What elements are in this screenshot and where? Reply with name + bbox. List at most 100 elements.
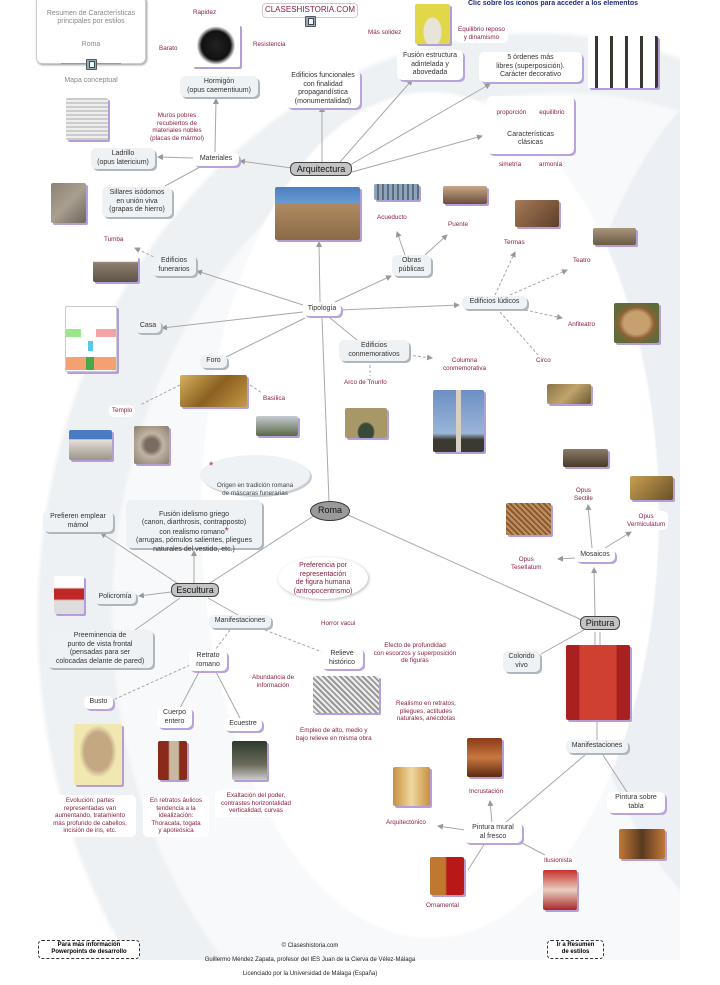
node-casa: Casa bbox=[135, 320, 161, 333]
arquitectonico-image[interactable] bbox=[393, 767, 430, 806]
incrustacion-image[interactable] bbox=[467, 738, 502, 777]
label-abundancia: Abundancia de información bbox=[249, 672, 298, 691]
node-prefieren-marmol: Prefieren emplear mámol bbox=[43, 511, 113, 532]
asterisk-mark: * bbox=[209, 460, 214, 472]
ecuestre-image[interactable] bbox=[232, 741, 267, 780]
label-empleo-relieve: Empleo de alto, medio y bajo relieve en … bbox=[293, 725, 375, 744]
fusion-text: Fusión idelismo griego (canon, diarthros… bbox=[141, 510, 247, 536]
teatro-image[interactable] bbox=[593, 228, 636, 245]
label-proporcion: proporción bbox=[496, 108, 527, 116]
node-obras-publicas: Obras públicas bbox=[392, 255, 431, 276]
label-basilica: Basílica bbox=[260, 393, 289, 405]
augusto-image[interactable] bbox=[54, 576, 84, 614]
node-preeminencia: Preeminencia de punto de vista frontal (… bbox=[47, 630, 153, 668]
node-pintura-mural: Pintura mural al fresco bbox=[464, 822, 522, 843]
label-arquitectonico: Arquitectónico bbox=[383, 817, 429, 829]
label-equilibrio: equilibrio bbox=[539, 108, 565, 116]
node-roma: Roma bbox=[310, 501, 350, 521]
templo-image[interactable] bbox=[69, 430, 112, 460]
node-materiales: Materiales bbox=[193, 153, 239, 166]
document-link-icon[interactable] bbox=[305, 16, 316, 27]
label-opus-vermiculatum: Opus Vermiculatum bbox=[624, 511, 669, 530]
fresco-image[interactable] bbox=[566, 645, 630, 720]
relieve-image[interactable] bbox=[313, 676, 379, 713]
more-info-button[interactable]: Para más información Powerpoints de desa… bbox=[38, 940, 140, 959]
node-edificios-conmemorativos: Edificios conmemorativos bbox=[339, 340, 409, 361]
node-colorido-vivo: Colorido vivo bbox=[503, 651, 540, 672]
arch-image[interactable] bbox=[415, 4, 450, 44]
tumba-image[interactable] bbox=[93, 256, 138, 282]
label-barato: Barato bbox=[156, 43, 181, 55]
label-rapidez: Rapidez bbox=[190, 7, 220, 19]
note-origen: * Origen en tradición romana de máscaras… bbox=[200, 455, 310, 497]
caracteristicas-title: Características clásicas bbox=[507, 130, 554, 147]
node-ordenes: 5 órdenes más libres (superposición). Ca… bbox=[479, 52, 582, 82]
hormigon-image[interactable] bbox=[192, 24, 240, 67]
copyright: © Claseshistoria.com bbox=[281, 943, 339, 949]
basilica-image[interactable] bbox=[256, 416, 298, 436]
label-opus-sectile: Opus Sectile bbox=[571, 485, 596, 504]
label-equilibrio-reposo: Equilibrio reposo y dinamismo bbox=[455, 24, 508, 43]
node-tipologia: Tipología bbox=[303, 303, 341, 316]
node-pintura-tabla: Pintura sobre tabla bbox=[607, 792, 665, 813]
node-caracteristicas: proporción equilibrio Características cl… bbox=[487, 96, 574, 168]
foro-image[interactable] bbox=[180, 375, 247, 407]
mosaico-vermiculatum-image[interactable] bbox=[630, 476, 673, 500]
puente-image[interactable] bbox=[443, 186, 487, 204]
acueducto-image[interactable] bbox=[374, 184, 419, 200]
panteon-image[interactable] bbox=[134, 426, 169, 464]
node-escultura: Escultura bbox=[171, 583, 219, 597]
label-ornamental: Ornamental bbox=[423, 900, 462, 912]
fusion-detail: (arrugas, pómulos salientes, pliegues na… bbox=[136, 537, 252, 553]
summary-title: Resumen de Características principales p… bbox=[46, 9, 136, 26]
node-ecuestre: Ecuestre bbox=[224, 718, 262, 731]
label-exaltacion: Exaltación del poder, contrastes horizon… bbox=[215, 790, 297, 817]
node-fusion-estructura: Fusión estructura adintelada y abovedada bbox=[397, 50, 463, 80]
author: Guillermo Méndez Zapata, profesor del IE… bbox=[204, 957, 416, 963]
node-mosaicos: Mosaicos bbox=[575, 549, 615, 562]
label-muros: Muros pobres recubiertos de materiales n… bbox=[143, 110, 211, 144]
asterisk-mark: * bbox=[224, 525, 229, 537]
label-columna-conmemorativa: Columna conmemorativa bbox=[440, 355, 490, 374]
ilusionista-image[interactable] bbox=[543, 870, 577, 910]
node-policromia: Policromía bbox=[94, 591, 136, 604]
document-link-icon[interactable] bbox=[86, 59, 97, 70]
circo-image[interactable] bbox=[547, 384, 591, 404]
cuerpo-entero-image[interactable] bbox=[158, 741, 187, 780]
label-resistencia: Resistencia bbox=[250, 39, 289, 51]
instruction-text: Clic sobre los iconos para acceder a los… bbox=[468, 0, 639, 7]
label-puente: Puente bbox=[445, 219, 471, 231]
busto-image[interactable] bbox=[74, 724, 122, 785]
columna-image[interactable] bbox=[433, 390, 484, 452]
mosaico-sectile-image[interactable] bbox=[563, 449, 608, 467]
anfiteatro-image[interactable] bbox=[614, 303, 659, 343]
ladrillo-image[interactable] bbox=[66, 98, 108, 140]
label-termas: Termas bbox=[501, 237, 528, 249]
node-manifestaciones-escultura: Manifestaciones bbox=[209, 615, 271, 628]
label-teatro: Teatro bbox=[570, 255, 594, 267]
casa-plan-image[interactable] bbox=[65, 306, 117, 372]
label-horror-vacui: Horror vacui bbox=[318, 618, 359, 630]
node-sillares: Sillares isódomos en unión viva (grapas … bbox=[102, 187, 172, 217]
ornamental-image[interactable] bbox=[430, 857, 464, 895]
label-circo: Circo bbox=[533, 355, 554, 367]
connector-lines bbox=[100, 79, 632, 871]
go-summary-button[interactable]: Ir a Resumen de estilos bbox=[547, 940, 604, 959]
termas-image[interactable] bbox=[515, 200, 559, 227]
label-arco-triunfo: Arco de Triunfo bbox=[341, 377, 390, 389]
columns-image[interactable] bbox=[588, 36, 658, 88]
label-ilusionista: Ilusionista bbox=[541, 855, 576, 867]
footer-credits: © Claseshistoria.com Guillermo Méndez Za… bbox=[140, 936, 480, 985]
tabla-image[interactable] bbox=[619, 829, 665, 859]
colosseum-image[interactable] bbox=[275, 187, 360, 240]
arco-triunfo-image[interactable] bbox=[345, 408, 387, 438]
summary-map[interactable]: Mapa conceptual bbox=[64, 76, 118, 84]
label-aulicos: En retratos áulicos tendencia a la ideal… bbox=[143, 795, 209, 837]
sillares-image[interactable] bbox=[51, 183, 86, 223]
node-pintura: Pintura bbox=[580, 616, 620, 630]
node-edificios-funcionales: Edificios funcionales con finalidad prop… bbox=[286, 70, 360, 108]
mosaico-teselatum-image[interactable] bbox=[506, 503, 551, 535]
node-fusion-idealismo: Fusión idelismo griego (canon, diarthros… bbox=[126, 500, 262, 553]
label-incrustacion: Incrustación bbox=[466, 786, 506, 798]
